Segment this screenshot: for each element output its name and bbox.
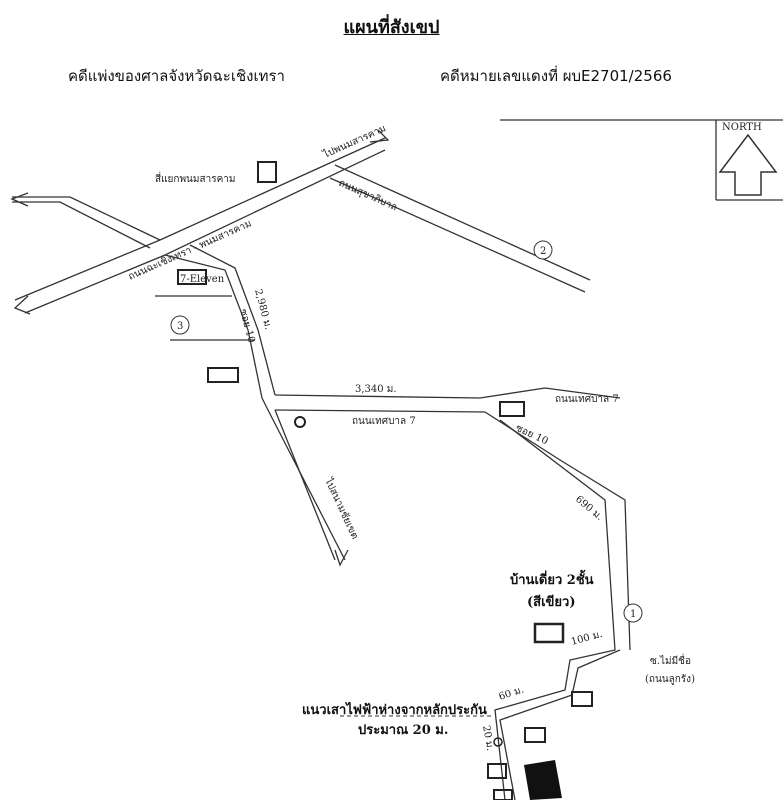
north-label: NORTH xyxy=(722,122,762,133)
house-color: (สีเขียว) xyxy=(527,594,575,610)
north-arrow-icon xyxy=(718,133,778,196)
road-northwest xyxy=(10,192,161,315)
svg-text:20 ม.: 20 ม. xyxy=(480,725,495,752)
building-icon xyxy=(257,161,277,183)
house-icon xyxy=(571,691,593,707)
marker-3 xyxy=(170,315,190,335)
map-title: แผนที่สังเขป xyxy=(343,17,440,38)
marker-2 xyxy=(533,240,553,260)
house-icon xyxy=(524,727,546,743)
svg-text:7-Eleven: 7-Eleven xyxy=(180,274,225,285)
landmark-district: สี่แยกพนมสารคาม xyxy=(155,171,235,185)
svg-text:(ถนนลูกรัง): (ถนนลูกรัง) xyxy=(645,674,695,685)
house-icon xyxy=(493,789,513,800)
svg-text:ถนนเทศบาล 7: ถนนเทศบาล 7 xyxy=(352,416,416,427)
road-7: 3,340 ม. ถนนเทศบาล 7 ถนนเทศบาล 7 ไปสนามช… xyxy=(261,384,621,567)
house-icon xyxy=(499,401,525,417)
house-icon xyxy=(207,367,239,383)
svg-text:ซ.ไม่มีชื่อ: ซ.ไม่มีชื่อ xyxy=(650,653,691,667)
marker-1 xyxy=(623,603,643,623)
house-label: บ้านเดี่ยว 2ชั้น xyxy=(510,569,594,588)
svg-text:3: 3 xyxy=(177,321,183,332)
temple-icon xyxy=(294,416,306,428)
case-number: คดีหมายเลขแดงที่ ผบE2701/2566 xyxy=(440,67,672,85)
svg-text:ถนนสุขาภิบาล: ถนนสุขาภิบาล xyxy=(337,178,399,214)
svg-text:ไปสนามชัยเขต: ไปสนามชัยเขต xyxy=(322,475,361,541)
court-name: คดีแพ่งของศาลจังหวัดฉะเชิงเทรา xyxy=(68,67,285,85)
house-icon xyxy=(533,622,565,644)
svg-text:100 ม.: 100 ม. xyxy=(570,629,604,648)
pole-distance-label: ประมาณ 20 ม. xyxy=(358,723,448,738)
svg-text:ซอย 10: ซอย 10 xyxy=(237,308,257,344)
road-2: ถนนสุขาภิบาล xyxy=(329,164,591,293)
store-icon xyxy=(177,269,207,285)
house-icon xyxy=(487,763,507,779)
svg-text:690 ม.: 690 ม. xyxy=(573,494,605,523)
svg-text:3,340 ม.: 3,340 ม. xyxy=(355,384,397,395)
svg-text:60 ม.: 60 ม. xyxy=(498,684,526,702)
svg-text:2: 2 xyxy=(540,246,546,257)
pole-icon xyxy=(493,737,503,747)
svg-text:1: 1 xyxy=(630,609,636,620)
property-plot xyxy=(524,760,562,800)
pole-line-label: แนวเสาไฟฟ้าห่างจากหลักประกัน xyxy=(302,701,487,718)
north-indicator: NORTH xyxy=(500,119,783,201)
svg-text:ถนนเทศบาล 7: ถนนเทศบาล 7 xyxy=(555,394,619,405)
